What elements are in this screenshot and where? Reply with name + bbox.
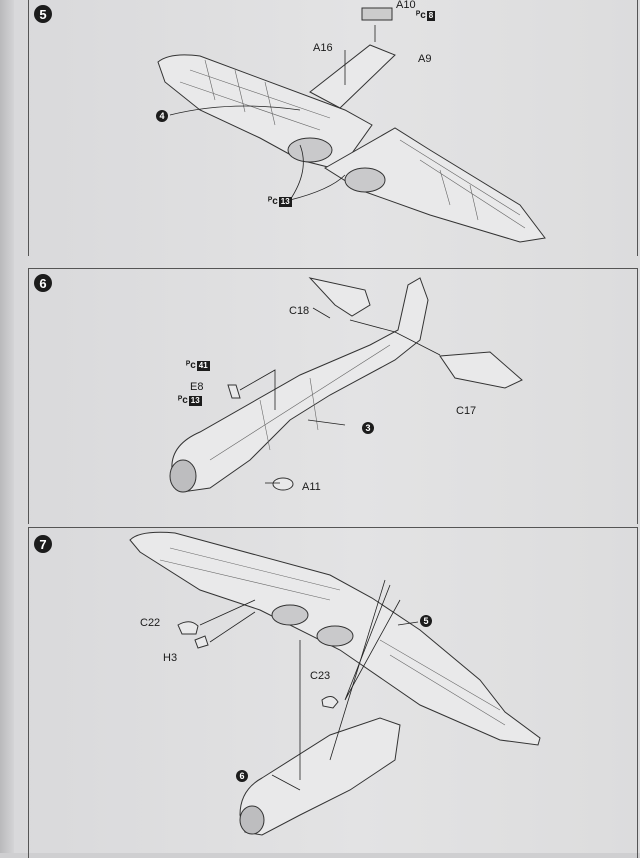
subassembly-ref-6: 6 [236,770,248,782]
paint-flag: ᴾc [178,395,188,406]
paint-callout-s5-bottom: ᴾc 13 [268,196,292,207]
binding-shadow [0,0,14,853]
paint-code: 13 [188,395,202,406]
step6-fuselage [171,277,429,493]
subassembly-ref-4: 4 [156,110,168,122]
part-label-e8: E8 [190,381,204,393]
step7-fuselage [239,717,401,836]
part-label-h3: H3 [163,652,178,664]
part-c23 [321,696,339,709]
step-number-6: 6 [34,274,52,292]
part-label-a10: A10 [396,0,416,11]
tailplane-c18 [308,277,371,317]
step-5-panel [28,0,638,256]
paint-code: 8 [426,10,436,21]
step5-right-wing [324,127,546,243]
part-label-a9: A9 [418,53,432,65]
part-label-a16: A16 [313,42,333,54]
part-label-c18: C18 [289,305,310,317]
paint-callout-s6-top: ᴾc 41 [186,360,210,371]
part-label-a11: A11 [302,481,321,493]
paint-flag: ᴾc [268,196,278,207]
tailplane-c17 [439,351,523,389]
part-label-c17: C17 [456,405,477,417]
paint-code: 41 [196,360,210,371]
step-number-5: 5 [34,5,52,23]
paint-callout-s5-top: ᴾc 8 [416,10,436,21]
paint-callout-s6-bottom: ᴾc 13 [178,395,202,406]
step-7-panel [28,527,638,858]
subassembly-ref-3: 3 [362,422,374,434]
step-6-panel [28,268,638,524]
paint-code: 13 [278,196,292,207]
part-h3 [194,635,209,649]
part-c22 [177,621,199,635]
part-label-c23: C23 [310,670,331,682]
subassembly-ref-5: 5 [420,615,432,627]
paint-flag: ᴾc [416,10,426,21]
step-number-7: 7 [34,535,52,553]
step5-bay-insert [309,44,396,109]
part-label-c22: C22 [140,617,161,629]
paint-flag: ᴾc [186,360,196,371]
